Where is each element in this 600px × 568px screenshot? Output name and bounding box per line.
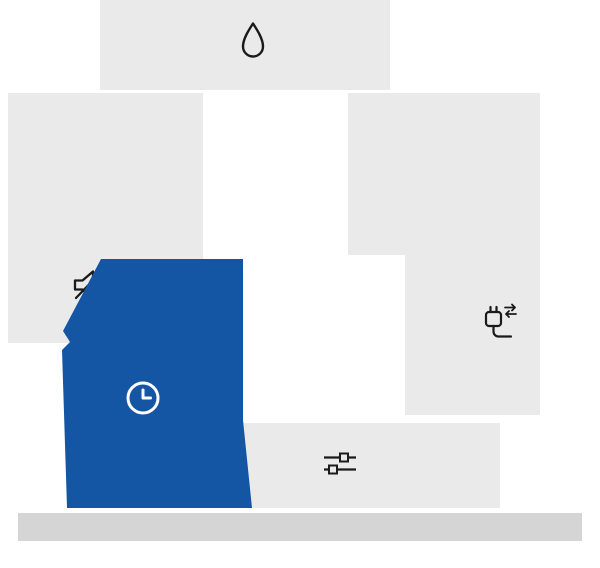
tile-water[interactable] [100, 0, 390, 90]
water-droplet-icon [236, 20, 270, 64]
bottom-bar [18, 513, 582, 541]
tile-sliders[interactable] [212, 423, 500, 508]
charging-plug-swap-icon [480, 303, 520, 341]
tile-clock[interactable] [62, 259, 252, 508]
clock-icon [123, 378, 163, 418]
sliders-icon [322, 448, 358, 478]
tile-charging[interactable] [405, 93, 540, 415]
